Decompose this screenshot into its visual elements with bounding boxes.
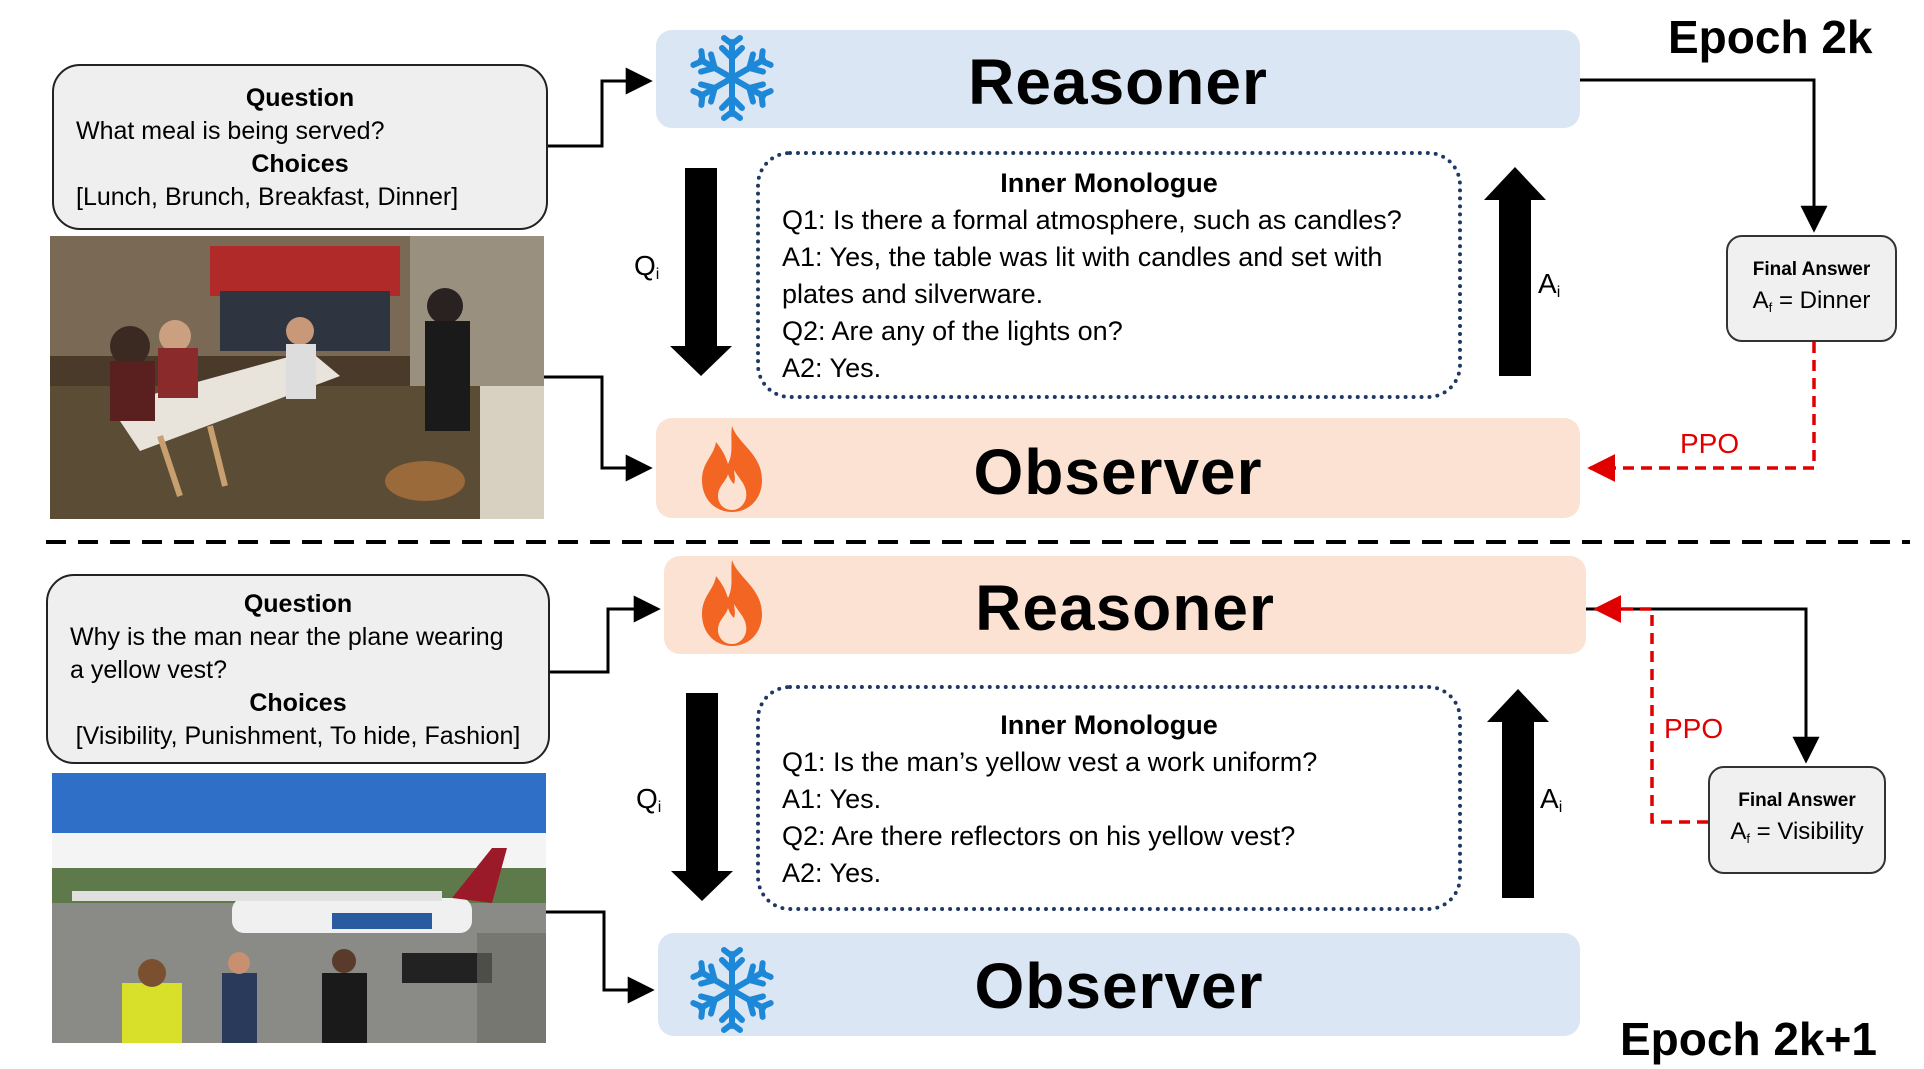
reasoner-band-top bbox=[656, 30, 1580, 128]
question-arrow-label-top: Qi bbox=[634, 250, 660, 283]
question-heading: Question bbox=[245, 84, 355, 112]
monologue-line: A1: Yes. bbox=[782, 784, 882, 814]
question-text: a yellow vest? bbox=[70, 656, 228, 684]
choices-heading: Choices bbox=[249, 689, 347, 717]
final-answer-box-bottom: Final Answer Af = Visibility bbox=[1708, 766, 1886, 874]
monologue-line: A2: Yes. bbox=[782, 353, 882, 383]
ppo-feedback-bottom bbox=[1593, 595, 1708, 824]
monologue-line: plates and silverware. bbox=[782, 279, 1044, 309]
choices-heading: Choices bbox=[251, 150, 349, 178]
answer-arrow-up-top bbox=[1484, 167, 1546, 376]
question-box-bottom: Question Why is the man near the plane w… bbox=[46, 574, 550, 764]
ppo-label-bottom: PPO bbox=[1664, 713, 1724, 744]
choices-text: [Visibility, Punishment, To hide, Fashio… bbox=[75, 722, 521, 750]
monologue-line: A1: Yes, the table was lit with candles … bbox=[782, 242, 1383, 272]
observer-label-bottom: Observer bbox=[974, 950, 1264, 1022]
connector-reasoner-to-final-top bbox=[1580, 78, 1828, 233]
choices-text: [Lunch, Brunch, Breakfast, Dinner] bbox=[76, 183, 459, 211]
connector-question-to-reasoner-bottom bbox=[550, 595, 661, 674]
final-answer-title: Final Answer bbox=[1752, 259, 1871, 280]
final-answer-box-top: Final Answer Af = Dinner bbox=[1726, 235, 1897, 342]
connector-image-to-observer-top bbox=[544, 375, 653, 482]
snowflake-icon bbox=[690, 35, 774, 121]
inner-monologue-top: Inner Monologue Q1: Is there a formal at… bbox=[756, 151, 1462, 399]
connector-reasoner-to-final-bottom bbox=[1586, 607, 1820, 764]
observer-label-top: Observer bbox=[973, 436, 1263, 508]
reasoner-label-bottom: Reasoner bbox=[975, 572, 1275, 644]
flame-icon bbox=[702, 426, 762, 512]
snowflake-icon bbox=[690, 947, 774, 1033]
question-text: Why is the man near the plane wearing bbox=[70, 623, 504, 651]
dining-room-photo bbox=[50, 236, 544, 519]
airplane-photo bbox=[52, 773, 546, 1043]
monologue-line: Q1: Is there a formal atmosphere, such a… bbox=[782, 205, 1402, 235]
question-box-top: Question What meal is being served? Choi… bbox=[52, 64, 548, 230]
monologue-title: Inner Monologue bbox=[1000, 168, 1218, 198]
monologue-line: Q2: Are there reflectors on his yellow v… bbox=[782, 821, 1296, 851]
epoch-label-top: Epoch 2k bbox=[1668, 11, 1873, 63]
observer-band-bottom bbox=[658, 933, 1580, 1036]
reasoner-label-top: Reasoner bbox=[968, 46, 1268, 118]
monologue-line: A2: Yes. bbox=[782, 858, 882, 888]
connector-image-to-observer-bottom bbox=[546, 910, 655, 1004]
question-arrow-down-bottom bbox=[671, 693, 733, 901]
inner-monologue-bottom: Inner Monologue Q1: Is the man’s yellow … bbox=[756, 685, 1462, 911]
answer-arrow-label-bottom: Ai bbox=[1540, 783, 1563, 816]
question-text: What meal is being served? bbox=[76, 117, 385, 145]
flame-icon bbox=[702, 560, 762, 646]
answer-arrow-up-bottom bbox=[1487, 689, 1549, 898]
ppo-label-top: PPO bbox=[1680, 428, 1740, 459]
final-answer-title: Final Answer bbox=[1738, 790, 1856, 811]
connector-question-to-reasoner-top bbox=[548, 67, 653, 148]
question-heading: Question bbox=[243, 590, 353, 618]
question-arrow-down-top bbox=[670, 168, 732, 376]
ppo-feedback-top bbox=[1587, 342, 1816, 482]
observer-band-top bbox=[656, 418, 1580, 518]
monologue-line: Q2: Are any of the lights on? bbox=[782, 316, 1123, 346]
reasoner-band-bottom bbox=[664, 556, 1586, 654]
monologue-line: Q1: Is the man’s yellow vest a work unif… bbox=[782, 747, 1318, 777]
monologue-title: Inner Monologue bbox=[1000, 710, 1218, 740]
final-answer-value: Af = Dinner bbox=[1752, 287, 1871, 315]
final-answer-value: Af = Visibility bbox=[1730, 818, 1864, 846]
epoch-label-bottom: Epoch 2k+1 bbox=[1620, 1013, 1877, 1065]
answer-arrow-label-top: Ai bbox=[1538, 268, 1561, 301]
question-arrow-label-bottom: Qi bbox=[636, 783, 662, 816]
